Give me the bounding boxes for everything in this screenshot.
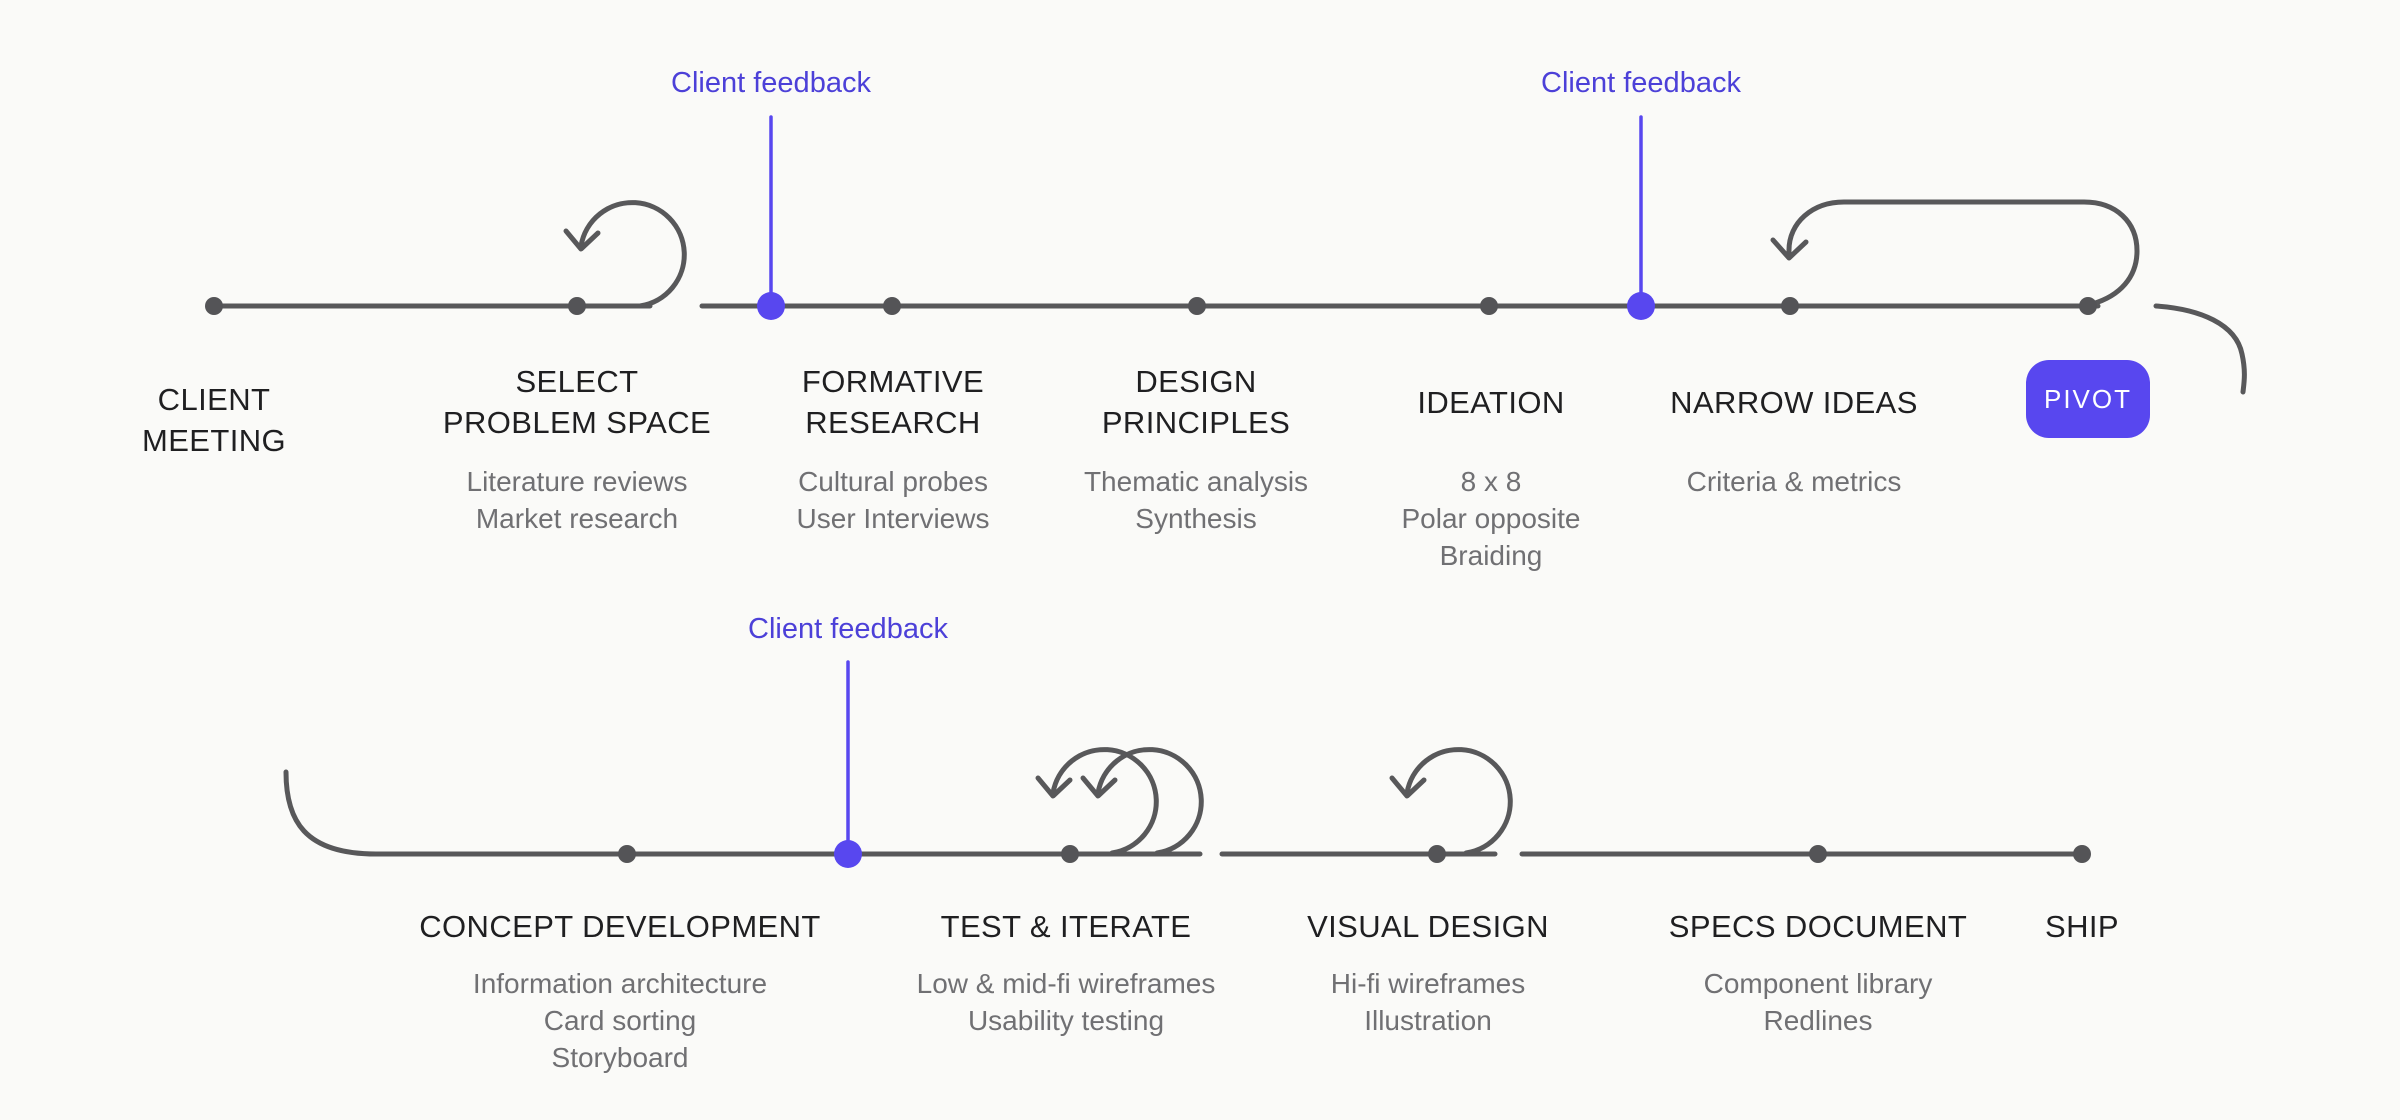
stage-detail: Cultural probes	[798, 466, 988, 497]
stage-detail: Storyboard	[551, 1042, 689, 1073]
stage-dot	[1188, 297, 1206, 315]
stage-detail: Low & mid-fi wireframes	[916, 968, 1216, 999]
stage-details: Component library Redlines	[1638, 965, 1998, 1039]
client-feedback-label: Client feedback	[671, 67, 871, 99]
stage-detail: Synthesis	[1135, 503, 1257, 534]
stage-detail: Illustration	[1364, 1005, 1492, 1036]
stage-dot	[568, 297, 586, 315]
stage-detail: Component library	[1703, 968, 1933, 999]
stage-detail: Polar opposite	[1401, 503, 1581, 534]
stage-title: CONCEPT DEVELOPMENT	[419, 908, 821, 944]
stage-details: Literature reviews Market research	[397, 463, 757, 537]
stage-dot	[1480, 297, 1498, 315]
stage-details: Low & mid-fi wireframes Usability testin…	[886, 965, 1246, 1039]
stage-details: 8 x 8 Polar opposite Braiding	[1311, 463, 1671, 574]
stage-detail: Hi-fi wireframes	[1330, 968, 1526, 999]
stage-title: TEST & ITERATE	[940, 908, 1192, 944]
stage-detail: User Interviews	[796, 503, 990, 534]
stage-dot	[1061, 845, 1079, 863]
stage-dot	[1428, 845, 1446, 863]
stage-title: SHIP	[2045, 908, 2119, 944]
stage-title: DESIGN PRINCIPLES	[1101, 364, 1291, 440]
row2-entry-curve	[283, 769, 1203, 857]
stage-title: NARROW IDEAS	[1670, 384, 1918, 420]
iteration-loop-icon	[563, 200, 687, 309]
double-iteration-loop-icon	[1035, 747, 1204, 856]
stage-dot	[2073, 845, 2091, 863]
stage-detail: Literature reviews	[466, 466, 688, 497]
stage-title: SELECT PROBLEM SPACE	[442, 364, 712, 440]
pivot-exit-curve	[2153, 303, 2247, 395]
stage-details: Criteria & metrics	[1614, 463, 1974, 500]
stage-detail: Criteria & metrics	[1686, 466, 1902, 497]
client-feedback-label: Client feedback	[1541, 67, 1741, 99]
stage-dot	[205, 297, 223, 315]
stage-dot	[2079, 297, 2097, 315]
stage-detail: Braiding	[1439, 540, 1543, 571]
stage-title: VISUAL DESIGN	[1307, 908, 1549, 944]
client-feedback-label: Client feedback	[748, 613, 948, 645]
stage-title: IDEATION	[1417, 384, 1565, 420]
stage-details: Cultural probes User Interviews	[713, 463, 1073, 537]
stage-dot	[1781, 297, 1799, 315]
pivot-button[interactable]: PIVOT	[2026, 360, 2150, 438]
stage-detail: Thematic analysis	[1083, 466, 1309, 497]
stage-detail: 8 x 8	[1460, 466, 1522, 497]
stage-details: Information architecture Card sorting St…	[440, 965, 800, 1076]
stage-detail: Redlines	[1763, 1005, 1873, 1036]
feedback-dot	[1627, 292, 1655, 320]
stage-title: CLIENT MEETING	[141, 382, 287, 458]
stage-dot	[883, 297, 901, 315]
long-return-loop-icon	[1770, 199, 2140, 307]
stage-detail: Market research	[475, 503, 679, 534]
stage-detail: Usability testing	[967, 1005, 1165, 1036]
stage-details: Thematic analysis Synthesis	[1016, 463, 1376, 537]
feedback-dot	[757, 292, 785, 320]
iteration-loop-icon	[1389, 747, 1513, 856]
stage-details: Hi-fi wireframes Illustration	[1248, 965, 1608, 1039]
stage-title: FORMATIVE RESEARCH	[801, 364, 985, 440]
stage-detail: Card sorting	[543, 1005, 697, 1036]
feedback-dot	[834, 840, 862, 868]
stage-title: SPECS DOCUMENT	[1668, 908, 1968, 944]
stage-dot	[618, 845, 636, 863]
stage-detail: Information architecture	[472, 968, 768, 999]
stage-dot	[1809, 845, 1827, 863]
